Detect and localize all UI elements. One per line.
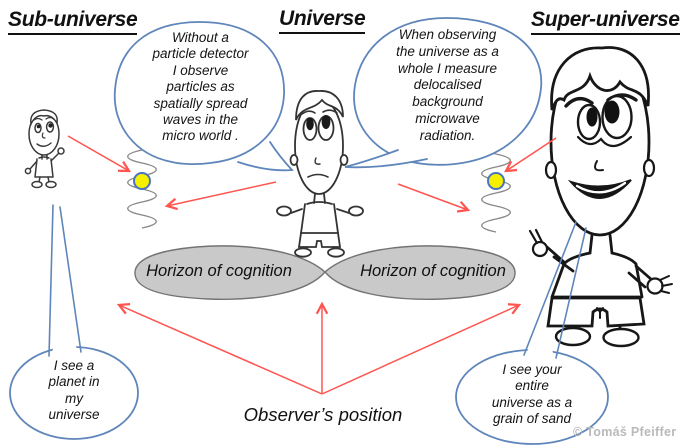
- particle-left: [133, 172, 151, 190]
- title-super-universe: Super-universe: [531, 8, 680, 35]
- speech-text-macro: When observing the universe as a whole I…: [396, 27, 499, 143]
- wave-left: [127, 136, 157, 229]
- horizon-right-label: Horizon of cognition: [360, 262, 506, 280]
- arrow-observer-to-super: [321, 303, 522, 395]
- arrow-universe-to-left-wave: [164, 181, 277, 211]
- speech-text-super-observer: I see your entire universe as a grain of…: [491, 362, 573, 427]
- figure-universe-observer: [276, 90, 364, 258]
- arrow-universe-to-right-wave: [397, 183, 471, 213]
- speech-text-sub-observer: I see a planet in my universe: [48, 358, 100, 423]
- figure-super-observer: [528, 46, 673, 348]
- arrow-observer-to-sub: [116, 302, 323, 395]
- figure-sub-observer: [24, 109, 65, 189]
- arrow-sub-to-particle: [67, 135, 132, 173]
- speech-bubble-micro: [113, 21, 294, 172]
- observer-position-label: Observer’s position: [243, 404, 403, 425]
- speech-bubble-super-observer: [455, 221, 609, 445]
- horizon-right-lobe: [324, 245, 516, 300]
- horizon-left-label: Horizon of cognition: [146, 262, 292, 280]
- wave-right: [481, 140, 511, 233]
- speech-bubble-macro: [344, 17, 543, 169]
- red-arrows: [67, 135, 557, 395]
- speech-text-micro: Without a particle detector I observe pa…: [152, 30, 249, 144]
- horizon-left-lobe: [134, 245, 326, 300]
- arrow-super-to-particle: [504, 137, 557, 173]
- title-universe: Universe: [279, 7, 366, 34]
- particle-right: [487, 172, 505, 190]
- title-sub-universe: Sub-universe: [8, 8, 138, 35]
- horizon-of-cognition-symbol: [134, 245, 516, 300]
- copyright-label: © Tomáš Pfeiffer: [573, 425, 677, 439]
- speech-bubble-sub-observer: [9, 204, 139, 440]
